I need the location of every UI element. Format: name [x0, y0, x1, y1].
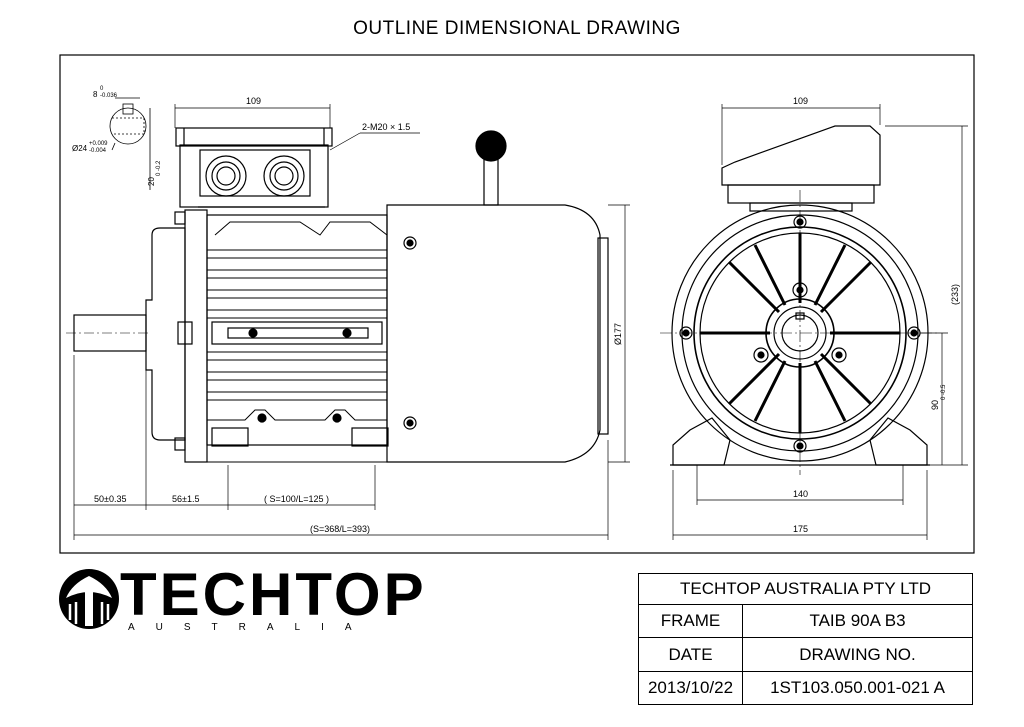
- frame-value: TAIB 90A B3: [742, 604, 973, 639]
- brake-housing: [386, 204, 601, 463]
- title-block: TECHTOP AUSTRALIA PTY LTD FRAME TAIB 90A…: [638, 572, 973, 706]
- company-name: TECHTOP AUSTRALIA PTY LTD: [638, 572, 973, 606]
- shaft-length-label: 50±0.35: [94, 494, 126, 504]
- frame-label: FRAME: [638, 604, 743, 639]
- front-dimension-lines: [672, 104, 968, 540]
- brake-lever: [483, 154, 499, 206]
- overall-length-label: (S=368/L=393): [310, 524, 370, 534]
- date-label: DATE: [638, 637, 743, 672]
- logo-subtitle: AUSTRALIA: [128, 622, 373, 633]
- key-width-tol-upper: 0: [100, 86, 104, 92]
- overall-height-label: (233): [950, 284, 960, 305]
- shaft-key-detail: [109, 97, 151, 190]
- cable-gland-2: [263, 155, 305, 197]
- key-width-tol-lower: -0.036: [100, 93, 118, 99]
- cable-gland-1: [205, 155, 247, 197]
- date-value: 2013/10/22: [638, 670, 743, 706]
- drawing-no-label: DRAWING NO.: [742, 637, 973, 672]
- front-terminal-box: [721, 125, 881, 186]
- foot-spacing-label: ( S=100/L=125 ): [264, 494, 329, 504]
- key-width-label: 8: [93, 90, 98, 99]
- drawing-frame: [59, 54, 975, 554]
- foot-width-label: 175: [793, 524, 808, 534]
- shaft-height-tol: 0 -0.5: [941, 384, 947, 400]
- key-depth-tol: 0 -0.2: [156, 160, 162, 176]
- techtop-logo: TECHTOP AUSTRALIA: [58, 561, 424, 646]
- shaft-dia-tol-lower: -0.004: [89, 148, 107, 154]
- drawing-title: OUTLINE DIMENSIONAL DRAWING: [353, 18, 681, 39]
- logo-wordmark: TECHTOP: [120, 561, 427, 628]
- foot-left: [206, 409, 388, 463]
- terminal-box: [179, 144, 329, 208]
- end-shield: [145, 227, 186, 441]
- body-dia-label: Ø177: [613, 323, 623, 345]
- foot-hole-spacing-label: 140: [793, 489, 808, 499]
- nameplate-rail: [211, 321, 383, 345]
- shaft-dia-tol-upper: +0.009: [89, 141, 108, 147]
- shaft-dia-label: Ø24: [72, 144, 88, 153]
- box-width-side-label: 109: [246, 96, 261, 106]
- logo-emblem-icon: [59, 569, 119, 629]
- key-depth-label: 20: [147, 177, 156, 186]
- front-view: [660, 125, 940, 475]
- drawing-no-value: 1ST103.050.001-021 A: [742, 670, 973, 706]
- foot-offset-label: 56±1.5: [172, 494, 199, 504]
- side-view: [66, 127, 609, 463]
- side-dimension-lines: [73, 104, 630, 540]
- gland-label: 2-M20 × 1.5: [362, 122, 410, 132]
- box-width-front-label: 109: [793, 96, 808, 106]
- shaft-height-label: 90: [930, 400, 940, 410]
- front-foot-right: [869, 417, 928, 466]
- front-foot-left: [672, 417, 731, 466]
